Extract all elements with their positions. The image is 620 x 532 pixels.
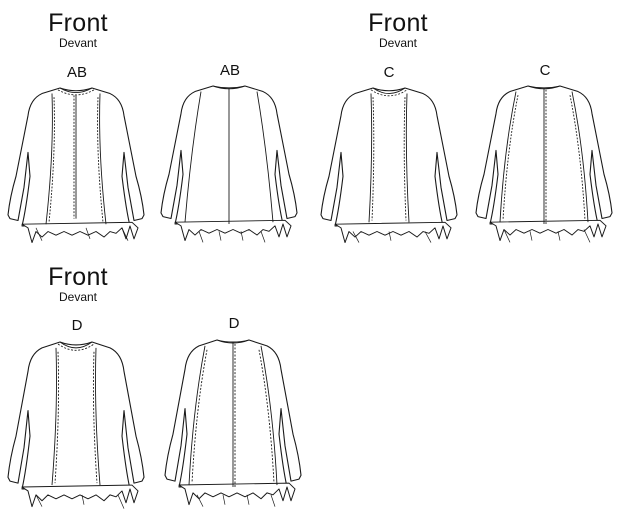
garment-ab-front: [7, 87, 145, 244]
header-title: Front: [48, 263, 108, 291]
view-label-d-back: D: [228, 315, 240, 332]
header-front-d: Front Devant: [38, 264, 118, 304]
garment-ab-back: [160, 85, 298, 243]
garment-c-front: [320, 87, 458, 244]
header-title: Front: [368, 9, 428, 37]
garment-d-back: [164, 339, 302, 507]
garment-c-back: [475, 85, 613, 243]
view-label-c-back: C: [539, 62, 551, 79]
header-title: Front: [48, 9, 108, 37]
garment-d-front: [7, 341, 145, 509]
header-front-ab: Front Devant: [38, 10, 118, 50]
header-subtitle: Devant: [378, 36, 418, 50]
header-subtitle: Devant: [58, 36, 98, 50]
view-label-ab-back: AB: [219, 62, 240, 79]
header-front-c: Front Devant: [358, 10, 438, 50]
view-label-d-front: D: [71, 317, 83, 334]
view-label-ab-front: AB: [66, 64, 87, 81]
view-label-c-front: C: [383, 64, 395, 81]
header-subtitle: Devant: [58, 290, 98, 304]
